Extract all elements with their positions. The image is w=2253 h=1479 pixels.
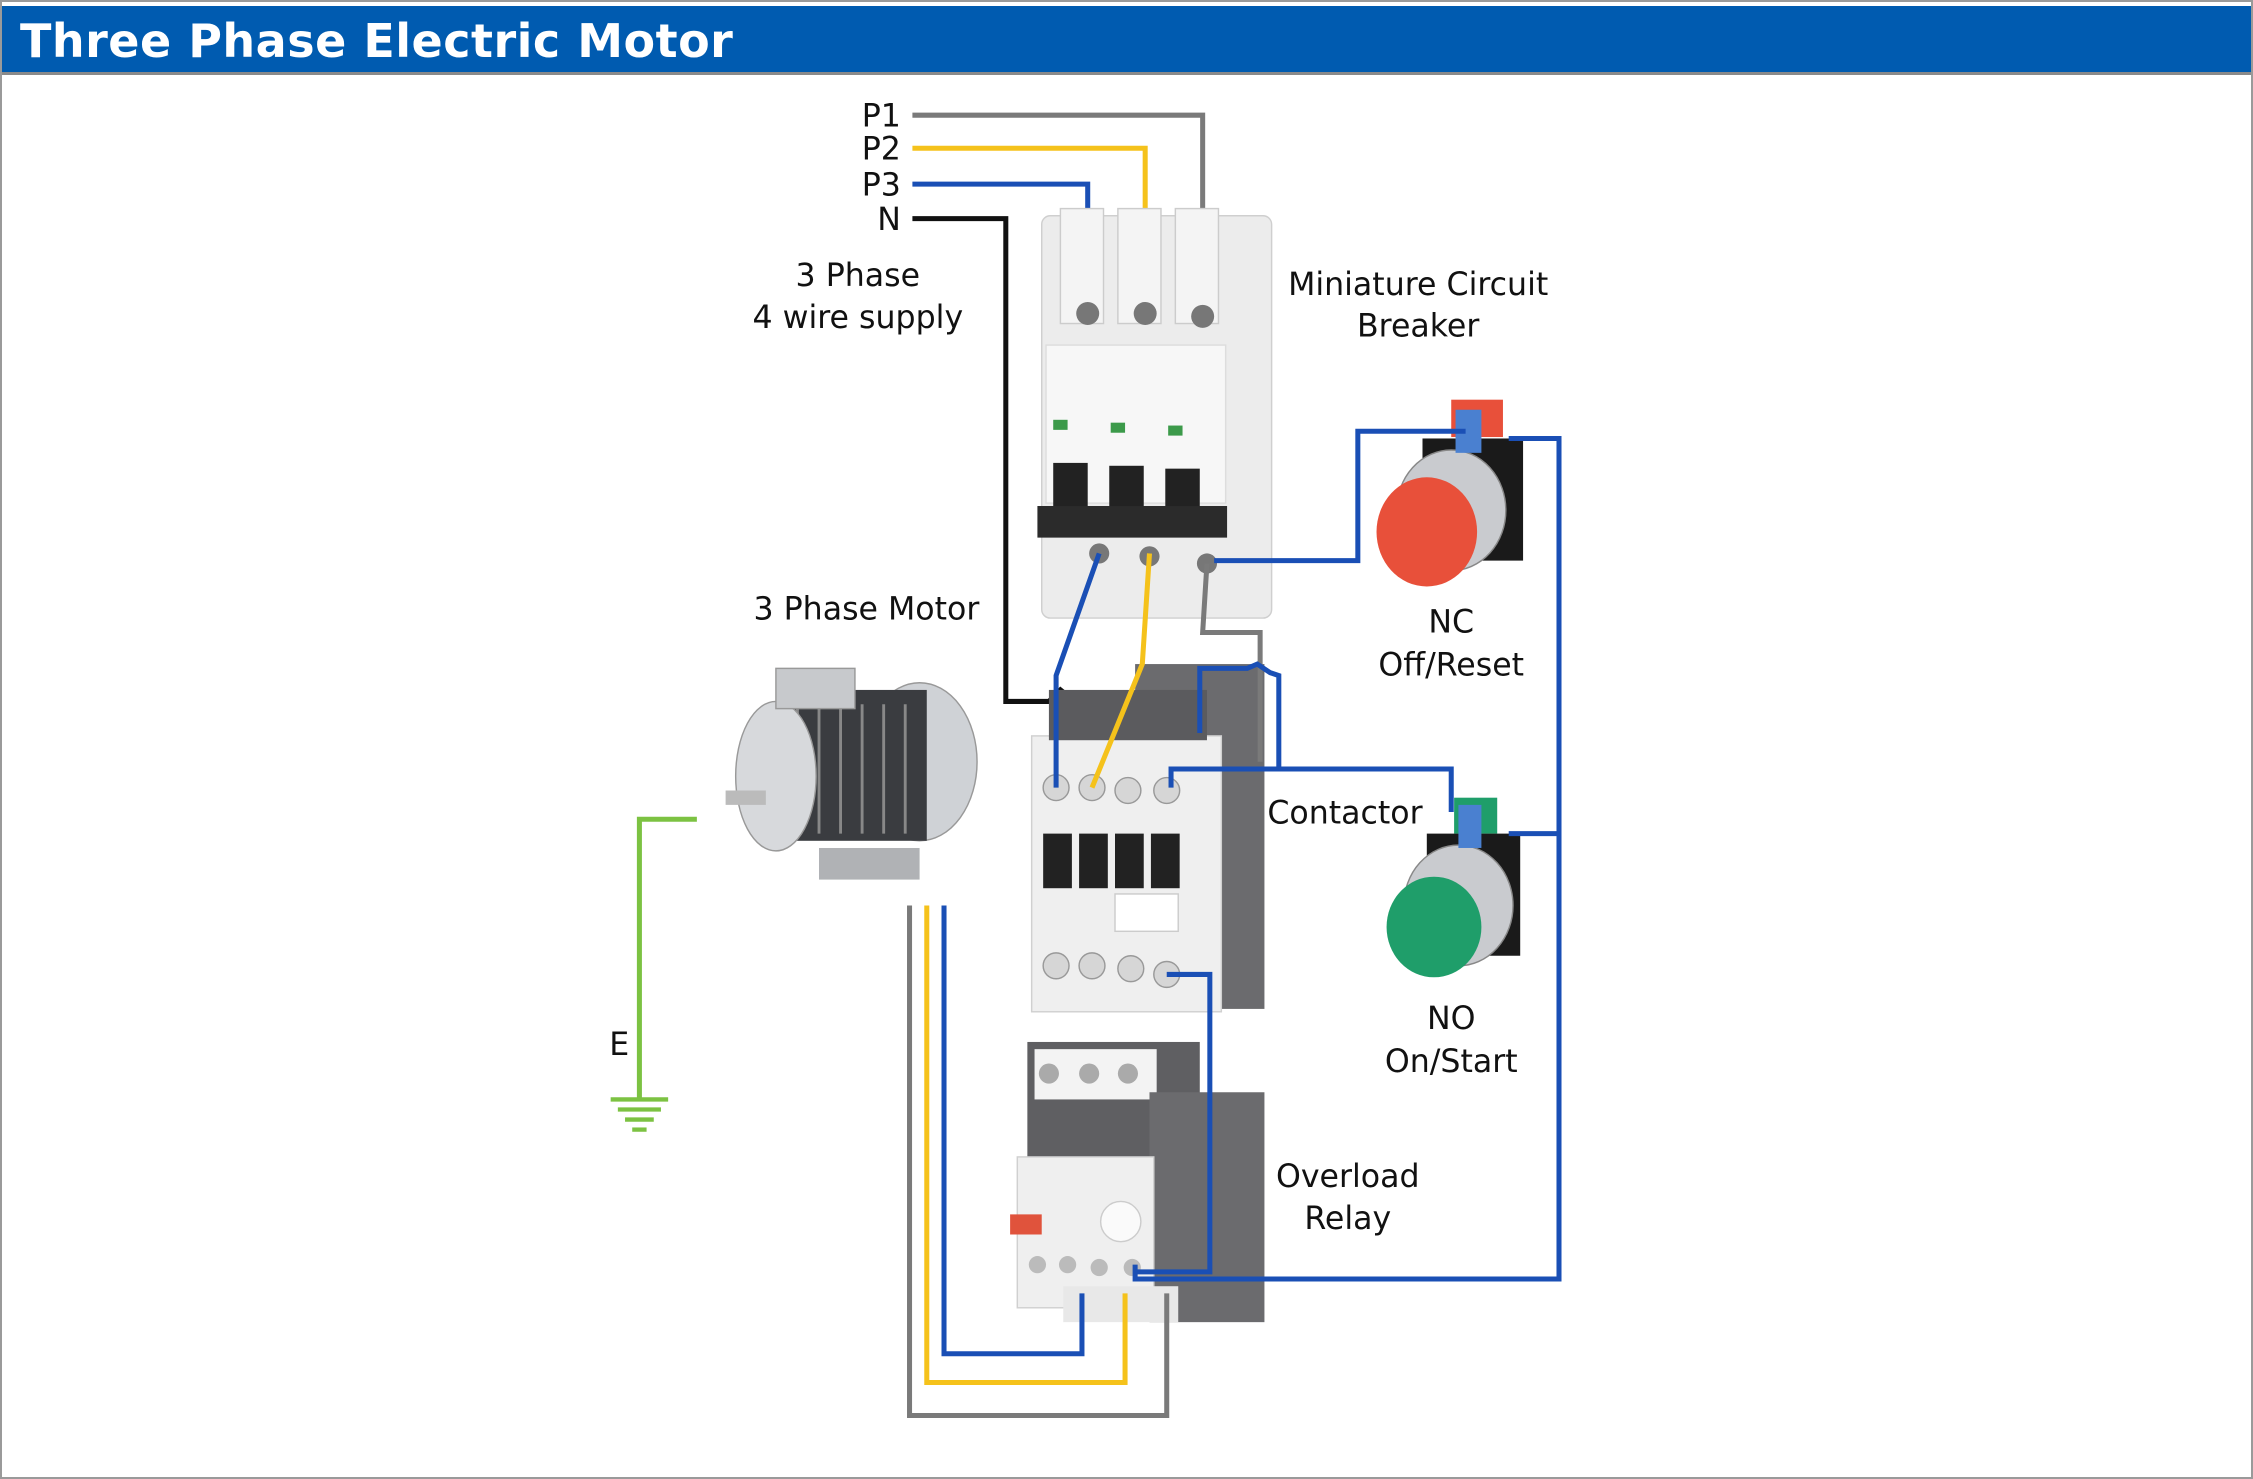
earth-label: E (609, 1027, 629, 1063)
nc-label-line1: NC (1428, 604, 1474, 640)
wire-motor-grey (907, 905, 1170, 1419)
overload-label-line2: Relay (1304, 1201, 1391, 1237)
page-title: Three Phase Electric Motor (20, 14, 734, 68)
three-phase-motor (725, 667, 978, 880)
supply-label-p2: P2 (862, 132, 901, 168)
contactor (1030, 664, 1265, 1013)
wire-mcb-contactor-l1 (1053, 552, 1102, 788)
supply-label-p1: P1 (862, 99, 901, 135)
supply-label-n: N (877, 202, 901, 238)
overload-relay (1010, 1041, 1265, 1323)
wire-mcb-nc (1214, 428, 1466, 564)
nc-off-reset-button[interactable] (1376, 399, 1524, 587)
miniature-circuit-breaker (1037, 207, 1273, 619)
overload-label-line1: Overload (1276, 1159, 1420, 1195)
motor-label: 3 Phase Motor (753, 592, 979, 628)
supply-label-line1: 3 Phase (796, 258, 921, 294)
wire-aux-14-overload (1135, 971, 1213, 1275)
no-label-line2: On/Start (1385, 1044, 1518, 1080)
nc-label-line2: Off/Reset (1378, 648, 1524, 684)
wire-motor-blue (941, 905, 1085, 1357)
contactor-label: Contactor (1267, 796, 1422, 832)
title-bar: Three Phase Electric Motor (2, 6, 2251, 75)
no-label-line1: NO (1427, 1001, 1476, 1037)
mcb-label-line1: Miniature Circuit (1288, 267, 1548, 303)
no-on-start-button[interactable] (1386, 797, 1521, 978)
wire-motor-yellow (924, 905, 1128, 1386)
wire-aux-13 (1168, 766, 1279, 788)
wire-coil-no (1197, 661, 1454, 813)
mcb-label-line2: Breaker (1357, 308, 1479, 344)
supply-label-line2: 4 wire supply (752, 300, 963, 336)
wire-earth (636, 816, 697, 1100)
supply-label-p3: P3 (862, 168, 901, 204)
wire-mcb-contactor-l2 (1089, 553, 1152, 789)
wire-mcb-contactor-l3 (1199, 563, 1263, 762)
earth-ground-icon (610, 1097, 669, 1132)
